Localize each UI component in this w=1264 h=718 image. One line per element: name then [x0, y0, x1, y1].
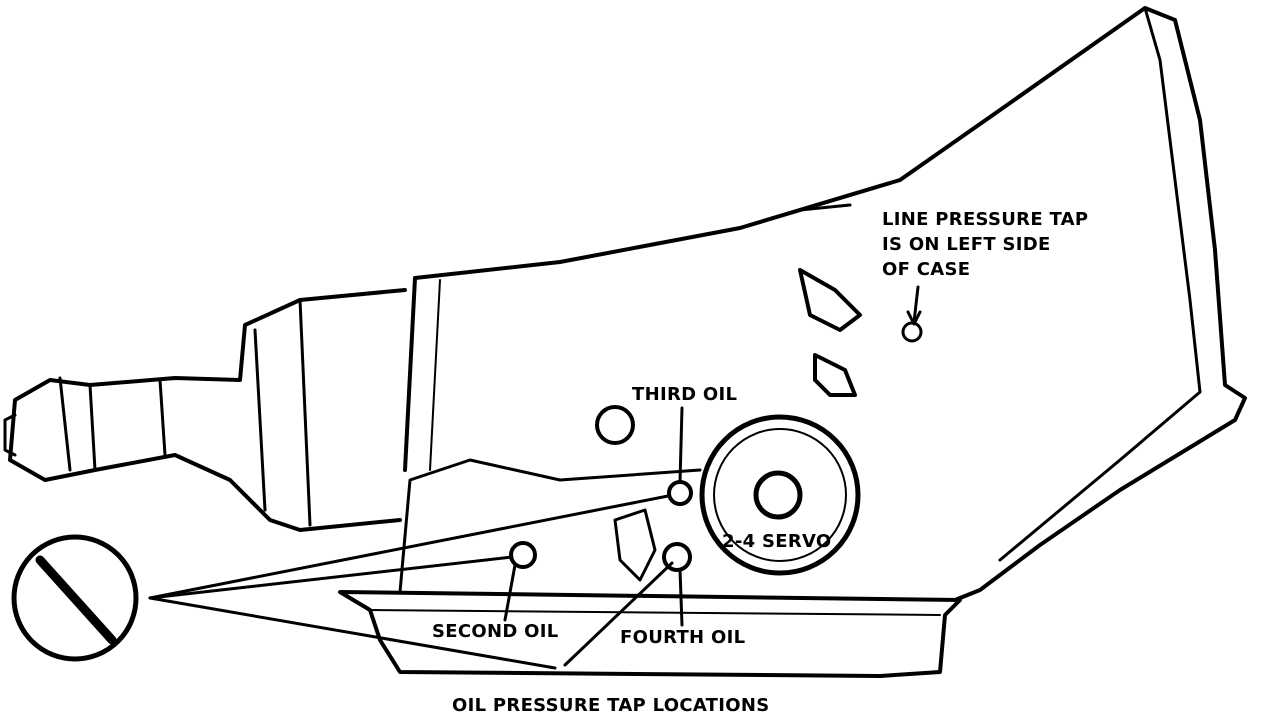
prohibited-icon: [11, 534, 139, 662]
second-oil-tap: [509, 541, 537, 569]
line-pressure-label-3: OF CASE: [882, 259, 971, 280]
line-pressure-label-1: LINE PRESSURE TAP: [882, 209, 1089, 230]
oil-pan: [338, 590, 962, 678]
line-pressure-label-2: IS ON LEFT SIDE: [882, 234, 1051, 255]
diagram-caption: OIL PRESSURE TAP LOCATIONS: [452, 695, 770, 716]
third-oil-tap: [667, 480, 693, 506]
second-oil-label: SECOND OIL: [432, 621, 559, 642]
extension-housing: [8, 288, 407, 532]
transmission-case: [413, 6, 1247, 602]
servo-cover: [699, 414, 861, 576]
servo-label: 2-4 SERVO: [722, 531, 832, 552]
fourth-oil-label: FOURTH OIL: [620, 627, 746, 648]
third-oil-label: THIRD OIL: [632, 384, 738, 405]
fourth-oil-tap: [662, 542, 692, 572]
